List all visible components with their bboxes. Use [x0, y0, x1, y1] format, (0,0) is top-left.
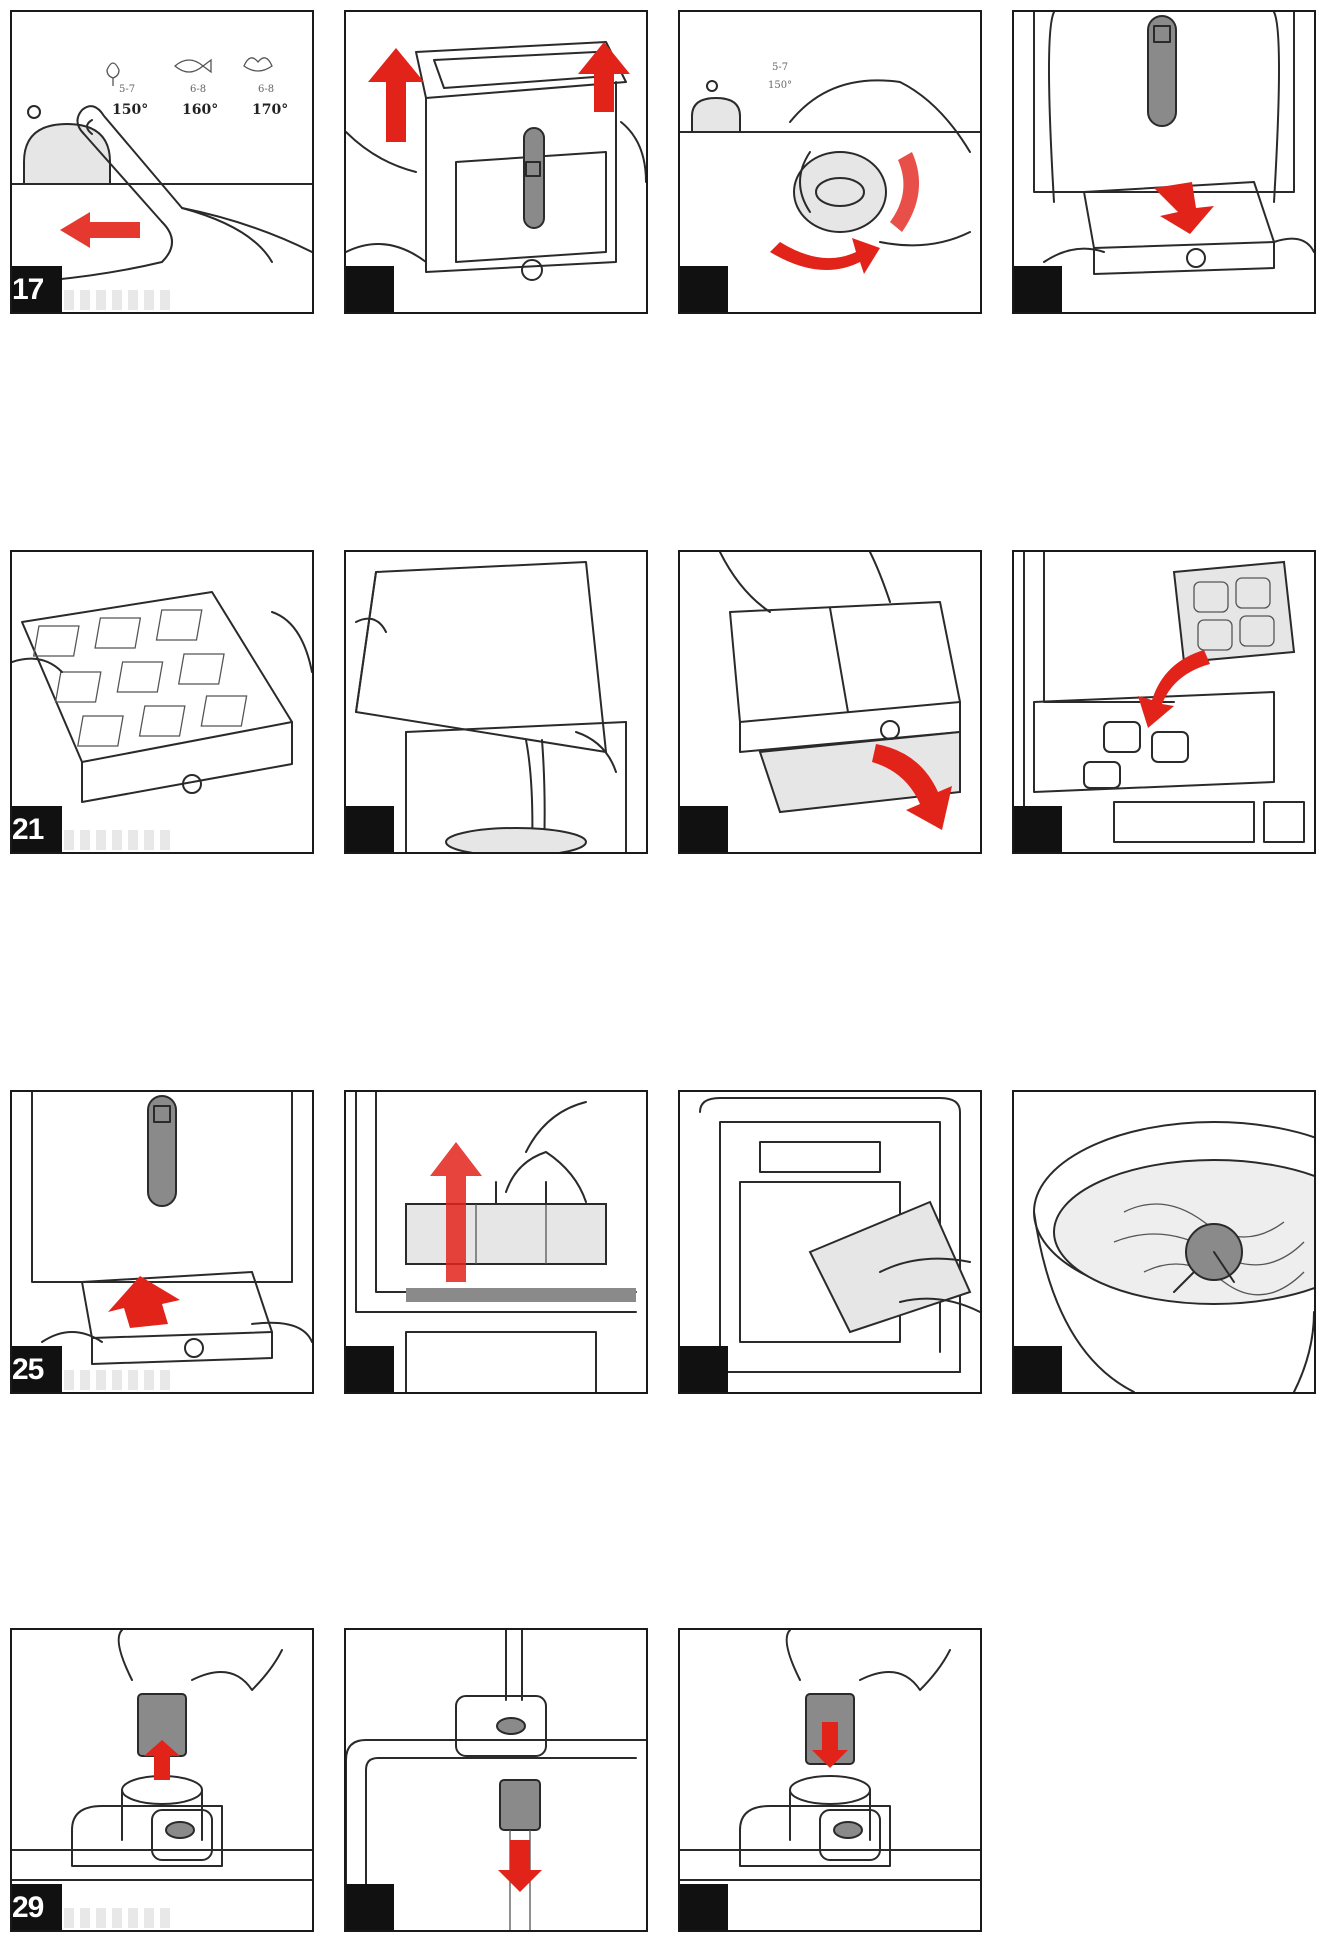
rotate-knob-illustration: 5-7 150°	[680, 62, 980, 274]
arrow-curve-icon	[1138, 650, 1210, 728]
range-label: 6-8	[258, 84, 274, 95]
step-number	[1014, 806, 1062, 852]
rinse-tap-illustration	[346, 1630, 646, 1930]
step-20-panel	[1012, 10, 1316, 314]
arrow-up-icon	[430, 1142, 482, 1282]
step-number: 29	[12, 1884, 62, 1930]
arrow-up-icon	[108, 1276, 180, 1328]
range-label: 6-8	[190, 84, 206, 95]
temp-label: 170°	[252, 102, 288, 118]
finger-press-illustration: 5-7 6-8 6-8 150° 160° 170°	[12, 57, 312, 281]
ice-cubes-illustration	[1023, 552, 1305, 852]
step-number: 25	[12, 1346, 62, 1392]
arrow-down-icon	[1154, 182, 1214, 234]
pull-knob-illustration	[12, 1630, 312, 1881]
step-29-panel: 29	[10, 1628, 314, 1932]
step-number	[346, 266, 394, 312]
wipe-lid-illustration	[699, 1097, 980, 1373]
step-19-panel: 5-7 150°	[678, 10, 982, 314]
arrow-left-icon	[60, 212, 140, 248]
step-number	[346, 1884, 394, 1930]
step-31-panel	[678, 1628, 982, 1932]
step-number	[680, 1346, 728, 1392]
step-number	[680, 806, 728, 852]
soak-bowl-illustration	[1033, 1121, 1314, 1392]
filter-tray-illustration	[719, 552, 961, 830]
step-28-panel	[1012, 1090, 1316, 1394]
step-number	[680, 266, 728, 312]
lift-arrows-illustration	[346, 41, 646, 281]
step-18-panel	[344, 10, 648, 314]
temp-label: 160°	[182, 102, 218, 118]
step-22-panel	[344, 550, 648, 854]
step-23-panel	[678, 550, 982, 854]
step-24-panel	[1012, 550, 1316, 854]
step-number: 17	[12, 266, 62, 312]
arrow-down-icon	[498, 1840, 542, 1892]
range-label: 5-7	[772, 62, 788, 73]
arrow-up-icon	[144, 1740, 180, 1780]
oil-pour-illustration	[355, 561, 627, 852]
lift-filter-illustration	[355, 1092, 637, 1392]
drawer-in-illustration	[31, 1092, 312, 1365]
range-label: 5-7	[119, 84, 135, 95]
push-knob-illustration	[680, 1630, 980, 1881]
step-25-panel: 25	[10, 1090, 314, 1394]
arrow-up-icon	[578, 42, 630, 112]
step-17-panel: 5-7 6-8 6-8 150° 160° 170° 17	[10, 10, 314, 314]
arrow-up-icon	[368, 48, 424, 142]
filter-cover-illustration	[12, 591, 312, 803]
step-number: 21	[12, 806, 62, 852]
step-number	[1014, 1346, 1062, 1392]
step-26-panel	[344, 1090, 648, 1394]
temp-label: 150°	[112, 102, 148, 118]
rotate-arrow-icon	[770, 238, 880, 274]
arrow-down-right-icon	[872, 744, 952, 830]
temp-label: 150°	[768, 80, 792, 91]
step-number	[1014, 266, 1062, 312]
step-number	[680, 1884, 728, 1930]
step-30-panel	[344, 1628, 648, 1932]
step-number	[346, 806, 394, 852]
step-21-panel: 21	[10, 550, 314, 854]
step-number	[346, 1346, 394, 1392]
step-27-panel	[678, 1090, 982, 1394]
arrow-down-icon	[812, 1722, 848, 1768]
drawer-out-illustration	[1033, 12, 1314, 275]
